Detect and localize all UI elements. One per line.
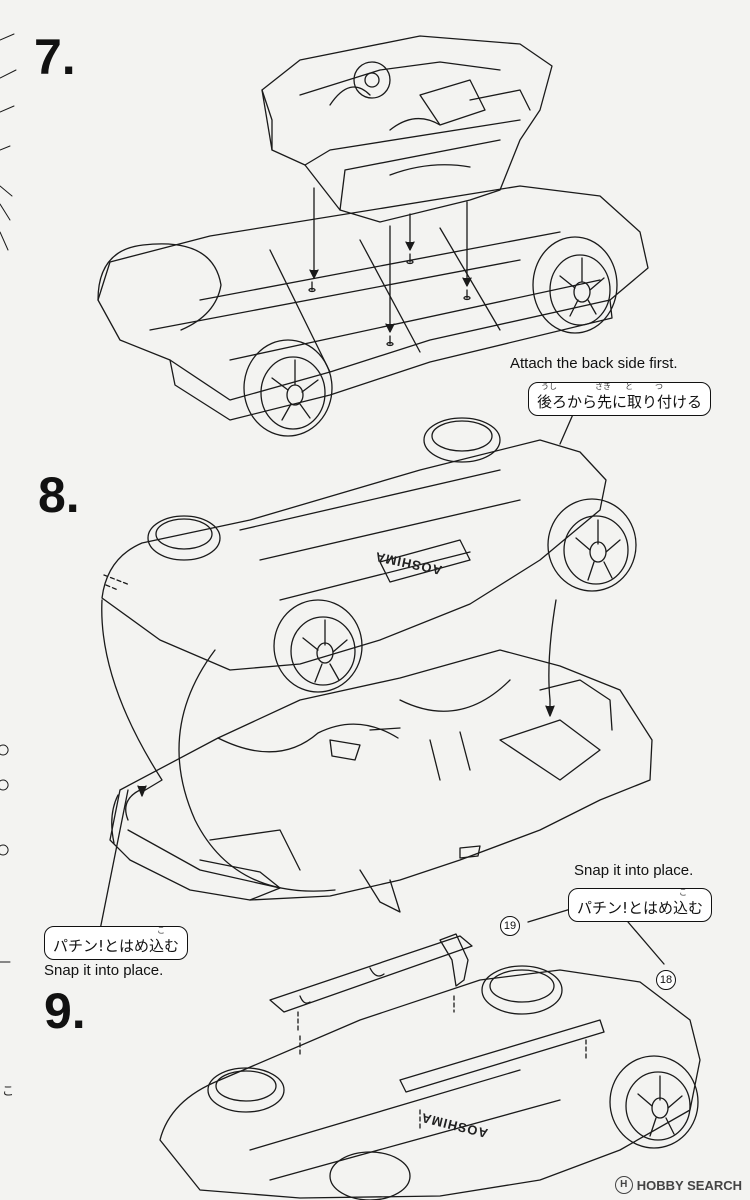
ruby-ko-right: こ xyxy=(679,888,687,897)
hobby-search-watermark: H HOBBY SEARCH xyxy=(614,1176,742,1194)
step-number-8: 8. xyxy=(38,467,80,523)
callout-snap-left: こ パチン!とはめ込む xyxy=(44,926,189,960)
step8-body-shell xyxy=(109,649,653,913)
step8-chassis-inverted xyxy=(101,417,637,693)
callout-attach-back: うし さき と つ 後ろから先に取り付ける xyxy=(528,382,712,416)
caption-attach-back-en: Attach the back side first. xyxy=(510,355,678,372)
step-number-7: 7. xyxy=(34,29,76,85)
step9-rear-wing xyxy=(269,933,473,1031)
margin-glyph: こ xyxy=(2,1084,15,1098)
ruby-ko-left: こ xyxy=(157,926,165,935)
step9-car-body xyxy=(159,965,701,1200)
hobby-search-logo-icon: H xyxy=(614,1176,633,1194)
ruby-saki: さき xyxy=(595,382,611,391)
part-number-19: 19 xyxy=(500,916,520,936)
caption-snap-right-en: Snap it into place. xyxy=(574,862,694,879)
step7-chassis xyxy=(97,185,649,437)
callout-snap-right: こ パチン!とはめ込む xyxy=(568,888,713,922)
step-number-9: 9. xyxy=(44,983,86,1039)
step7-interior-tub xyxy=(261,35,553,223)
callout-snap-right-text: パチン!とはめ込む xyxy=(577,899,704,917)
step7-guide-lines xyxy=(309,187,472,333)
part-number-18: 18 xyxy=(656,970,676,990)
callout-attach-back-text: 後ろから先に取り付ける xyxy=(537,393,703,411)
ruby-to: と xyxy=(625,382,633,391)
ruby-tsu: つ xyxy=(655,382,663,391)
snap-leader-lines xyxy=(99,789,665,965)
margin-marks xyxy=(0,33,17,963)
step8-leader-lines xyxy=(101,411,575,892)
ruby-ushi: うし xyxy=(541,382,557,391)
hobby-search-watermark-text: HOBBY SEARCH xyxy=(636,1177,742,1193)
caption-snap-left-en: Snap it into place. xyxy=(44,962,164,979)
callout-snap-left-text: パチン!とはめ込む xyxy=(53,937,180,955)
